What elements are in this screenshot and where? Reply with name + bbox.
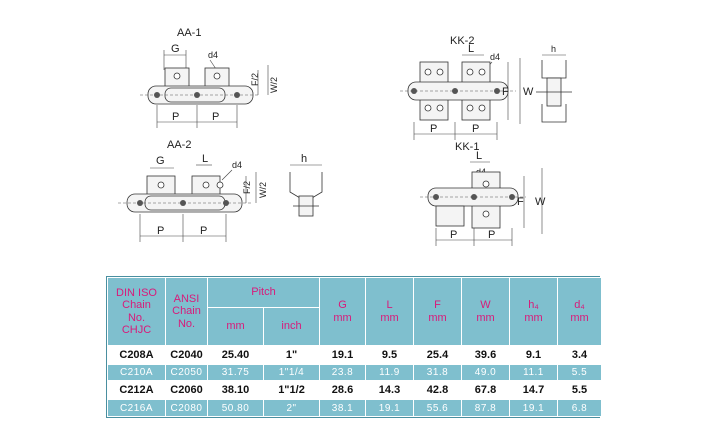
cell-g: 38.1 (319, 399, 366, 417)
drawing-aa2: AA-2 G L d4 F/2 W/2 P P h (118, 139, 323, 242)
cell-d4: 6.8 (557, 399, 602, 417)
cell-pitch-mm: 38.10 (207, 380, 264, 400)
cell-g: 23.8 (319, 363, 366, 382)
technical-drawings: AA-1 G d4 F/2 W/2 P P AA-2 G (118, 27, 572, 246)
cell-l: 9.5 (365, 345, 414, 365)
cell-w: 67.8 (461, 380, 510, 400)
table-row: C210A C2050 31.75 1"1/4 23.8 11.9 31.8 4… (107, 363, 602, 382)
cell-d4: 3.4 (557, 345, 602, 365)
aa1-d4-label: d4 (208, 50, 218, 60)
kk1-f-label: F (517, 196, 524, 208)
cell-w: 87.8 (461, 399, 510, 417)
kk2-p1-label: P (430, 123, 437, 135)
kk2-p2-label: P (472, 123, 479, 135)
cell-h4: 9.1 (509, 345, 558, 365)
cell-pitch-inch: 1"1/4 (263, 363, 320, 382)
cell-d4: 5.5 (557, 363, 602, 382)
header-pitch-mm: mm (207, 307, 264, 346)
kk2-l-label: L (468, 43, 474, 55)
kk2-d4-label: d4 (490, 52, 500, 62)
cell-pitch-inch: 1" (263, 345, 320, 365)
cell-pitch-mm: 25.40 (207, 345, 264, 365)
cell-ansi: C2050 (165, 363, 208, 382)
aa2-p1-label: P (157, 225, 164, 237)
cell-f: 31.8 (413, 363, 462, 382)
kk1-p2-label: P (488, 229, 495, 241)
cell-f: 42.8 (413, 380, 462, 400)
cell-w: 39.6 (461, 345, 510, 365)
cell-h4: 11.1 (509, 363, 558, 382)
cell-din: C212A (107, 380, 166, 400)
header-pitch: Pitch (207, 277, 320, 308)
kk1-w-label: W (535, 196, 546, 208)
cell-din: C208A (107, 345, 166, 365)
aa1-p2-label: P (212, 111, 219, 123)
cell-d4: 5.5 (557, 380, 602, 400)
aa1-g-label: G (171, 43, 180, 55)
drawing-kk2: KK-2 L d4 F W P P h (400, 35, 572, 140)
kk1-p1-label: P (450, 229, 457, 241)
aa2-title: AA-2 (167, 139, 191, 151)
cell-g: 19.1 (319, 345, 366, 365)
aa1-w2-label: W/2 (269, 77, 279, 93)
aa2-g-label: G (156, 155, 165, 167)
cell-h4: 19.1 (509, 399, 558, 417)
aa1-p1-label: P (172, 111, 179, 123)
cell-w: 49.0 (461, 363, 510, 382)
cell-pitch-mm: 50.80 (207, 399, 264, 417)
aa2-p2-label: P (200, 225, 207, 237)
cell-l: 11.9 (365, 363, 414, 382)
table-row: C212A C2060 38.10 1"1/2 28.6 14.3 42.8 6… (107, 380, 602, 400)
kk2-title: KK-2 (450, 35, 474, 47)
drawing-aa1: AA-1 G d4 F/2 W/2 P P (140, 27, 279, 128)
cell-ansi: C2040 (165, 345, 208, 365)
kk2-f-label: F (502, 86, 509, 98)
table-row: C208A C2040 25.40 1" 19.1 9.5 25.4 39.6 … (107, 345, 602, 365)
kk1-title: KK-1 (455, 141, 479, 153)
aa2-f2-label: F/2 (242, 181, 252, 194)
kk1-l-label: L (476, 150, 482, 162)
header-pitch-inch: inch (263, 307, 320, 346)
cell-f: 25.4 (413, 345, 462, 365)
aa1-title: AA-1 (177, 27, 201, 39)
cell-l: 19.1 (365, 399, 414, 417)
kk2-h-label: h (551, 44, 556, 54)
cell-l: 14.3 (365, 380, 414, 400)
cell-din: C216A (107, 399, 166, 417)
aa2-d4-label: d4 (232, 160, 242, 170)
drawing-kk1: KK-1 L d4 F W P P (420, 141, 546, 246)
cell-g: 28.6 (319, 380, 366, 400)
aa1-f2-label: F/2 (250, 73, 260, 86)
cell-pitch-inch: 1"1/2 (263, 380, 320, 400)
cell-ansi: C2060 (165, 380, 208, 400)
cell-din: C210A (107, 363, 166, 382)
aa2-h-label: h (301, 153, 307, 165)
cell-pitch-inch: 2" (263, 399, 320, 417)
cell-ansi: C2080 (165, 399, 208, 417)
cell-f: 55.6 (413, 399, 462, 417)
aa2-w2-label: W/2 (258, 182, 268, 198)
cell-h4: 14.7 (509, 380, 558, 400)
table-row: C216A C2080 50.80 2" 38.1 19.1 55.6 87.8… (107, 399, 602, 417)
aa2-l-label: L (202, 153, 208, 165)
cell-pitch-mm: 31.75 (207, 363, 264, 382)
kk2-w-label: W (523, 86, 534, 98)
